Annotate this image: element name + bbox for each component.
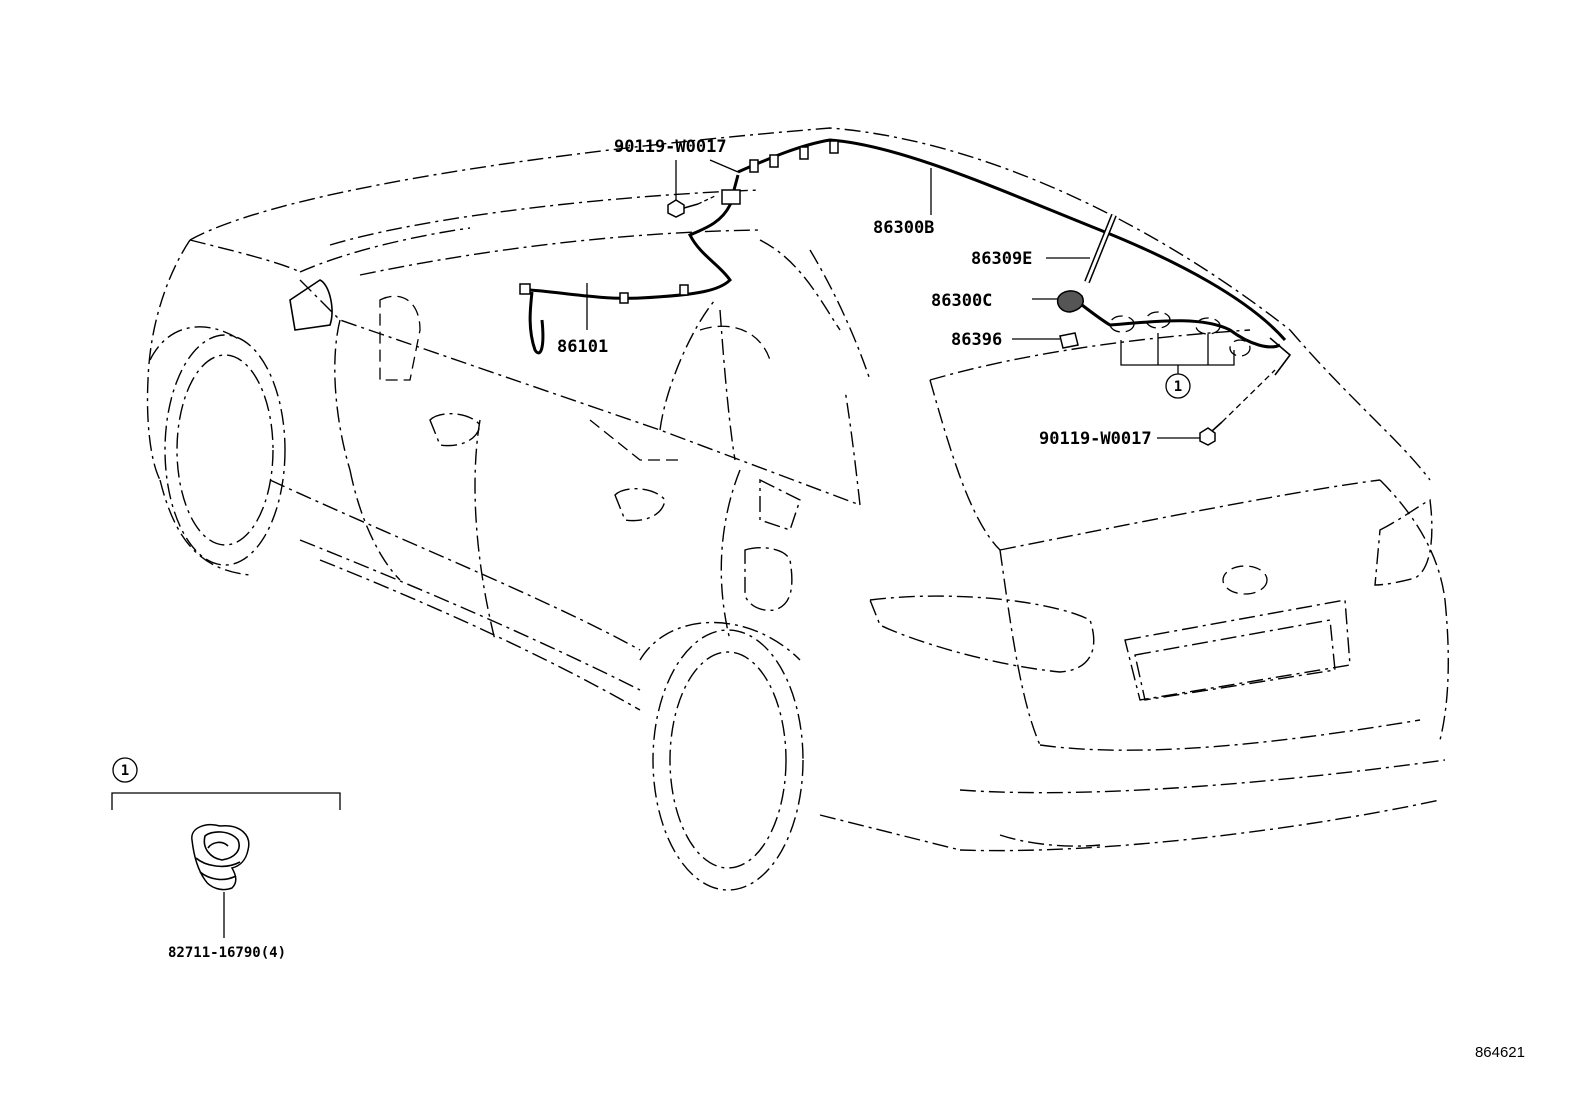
drawing-number: 864621 [1475, 1044, 1525, 1061]
label-clamp: 82711-16790(4) [168, 945, 286, 961]
rear-wheel [639, 621, 804, 891]
clamp-detail-legend: 1 82711-16790(4) [111, 757, 341, 961]
roof-antenna-wire [737, 138, 1287, 341]
label-bolt-rear: 90119-W0017 [1039, 429, 1152, 449]
label-pad: 86396 [951, 330, 1002, 350]
label-bolt-top: 90119-W0017 [614, 137, 727, 157]
leader-lines [586, 159, 1235, 439]
label-antenna-base: 86300C [931, 291, 992, 311]
rear-bolt [1199, 369, 1276, 446]
callout-1-main: 1 [1165, 373, 1191, 399]
antenna-base [1056, 290, 1292, 376]
front-wheel [149, 326, 286, 566]
car-body-outline [146, 127, 1449, 852]
clamp-positions [1109, 311, 1251, 357]
label-cord-front: 86101 [557, 337, 608, 357]
label-wire-roof: 86300B [873, 218, 934, 238]
label-antenna-pole: 86309E [971, 249, 1032, 269]
top-bolt [667, 195, 716, 218]
clamp-part [191, 824, 250, 891]
callout-main-ref: 1 [1174, 379, 1182, 395]
antenna-pole [1084, 213, 1117, 284]
antenna-pad [1059, 332, 1079, 349]
front-antenna-cord [519, 174, 741, 355]
callout-legend-ref: 1 [121, 763, 129, 779]
